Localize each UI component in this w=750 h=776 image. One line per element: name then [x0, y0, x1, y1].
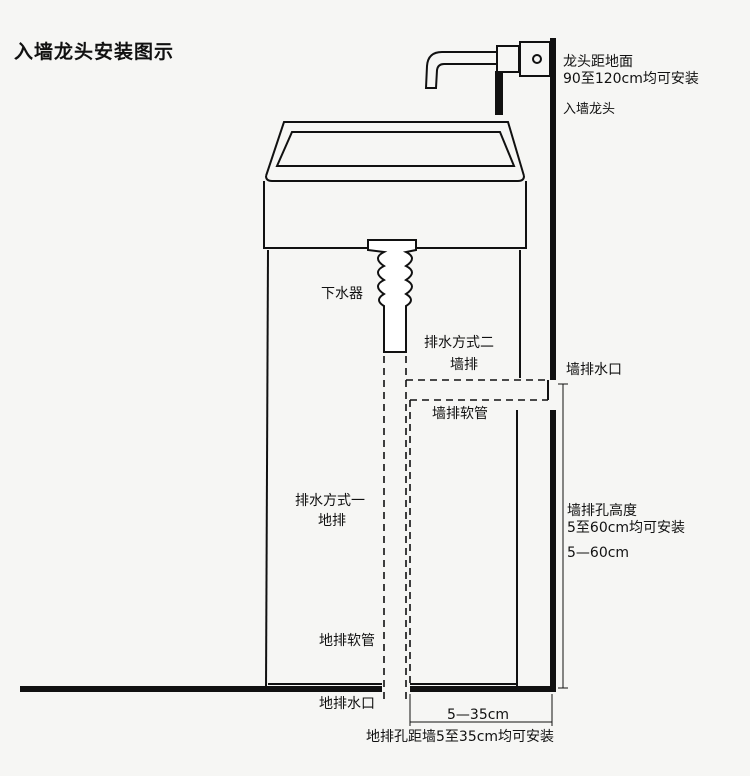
- wall-hole-dim-label: 5—60cm: [567, 545, 630, 561]
- page-title: 入墙龙头安装图示: [14, 41, 175, 63]
- floor-dim-label: 5—35cm: [447, 707, 510, 723]
- floor-hole-dimension: [409, 694, 553, 726]
- wall-hose-label: 墙排软管: [432, 406, 488, 422]
- faucet-drawing: [424, 41, 551, 115]
- wall-outlet-label: 墙排水口: [566, 362, 622, 378]
- method2-label-1: 排水方式二: [424, 335, 494, 351]
- faucet-height-label-2: 90至120cm均可安装: [563, 71, 699, 87]
- wall-hole-label-1: 墙排孔高度: [567, 503, 637, 519]
- drain-valve-drawing: [367, 239, 417, 353]
- wall-upper: [550, 38, 556, 380]
- faucet-type-label: 入墙龙头: [563, 102, 616, 117]
- method1-label-2: 地排: [318, 513, 346, 529]
- basin-drawing: [263, 121, 527, 249]
- floor-line-left: [20, 686, 382, 692]
- floor-note-label: 地排孔距墙5至35cm均可安装: [366, 729, 555, 745]
- wall-hole-label-2: 5至60cm均可安装: [567, 520, 686, 536]
- floor-hose-label: 地排软管: [319, 633, 375, 649]
- pedestal-drawing: [265, 249, 521, 689]
- wall-hole-dimension: [558, 383, 568, 689]
- floor-outlet-label: 地排水口: [319, 696, 375, 712]
- floor-line-right: [410, 686, 556, 692]
- floor-drain-pipe: [383, 356, 407, 700]
- method1-label-1: 排水方式一: [295, 493, 365, 509]
- faucet-height-label-1: 龙头距地面: [563, 54, 633, 70]
- drain-valve-label: 下水器: [321, 286, 363, 302]
- wall-lower: [550, 410, 556, 692]
- wall-drain-pipe: [406, 379, 548, 684]
- method2-label-2: 墙排: [450, 357, 478, 373]
